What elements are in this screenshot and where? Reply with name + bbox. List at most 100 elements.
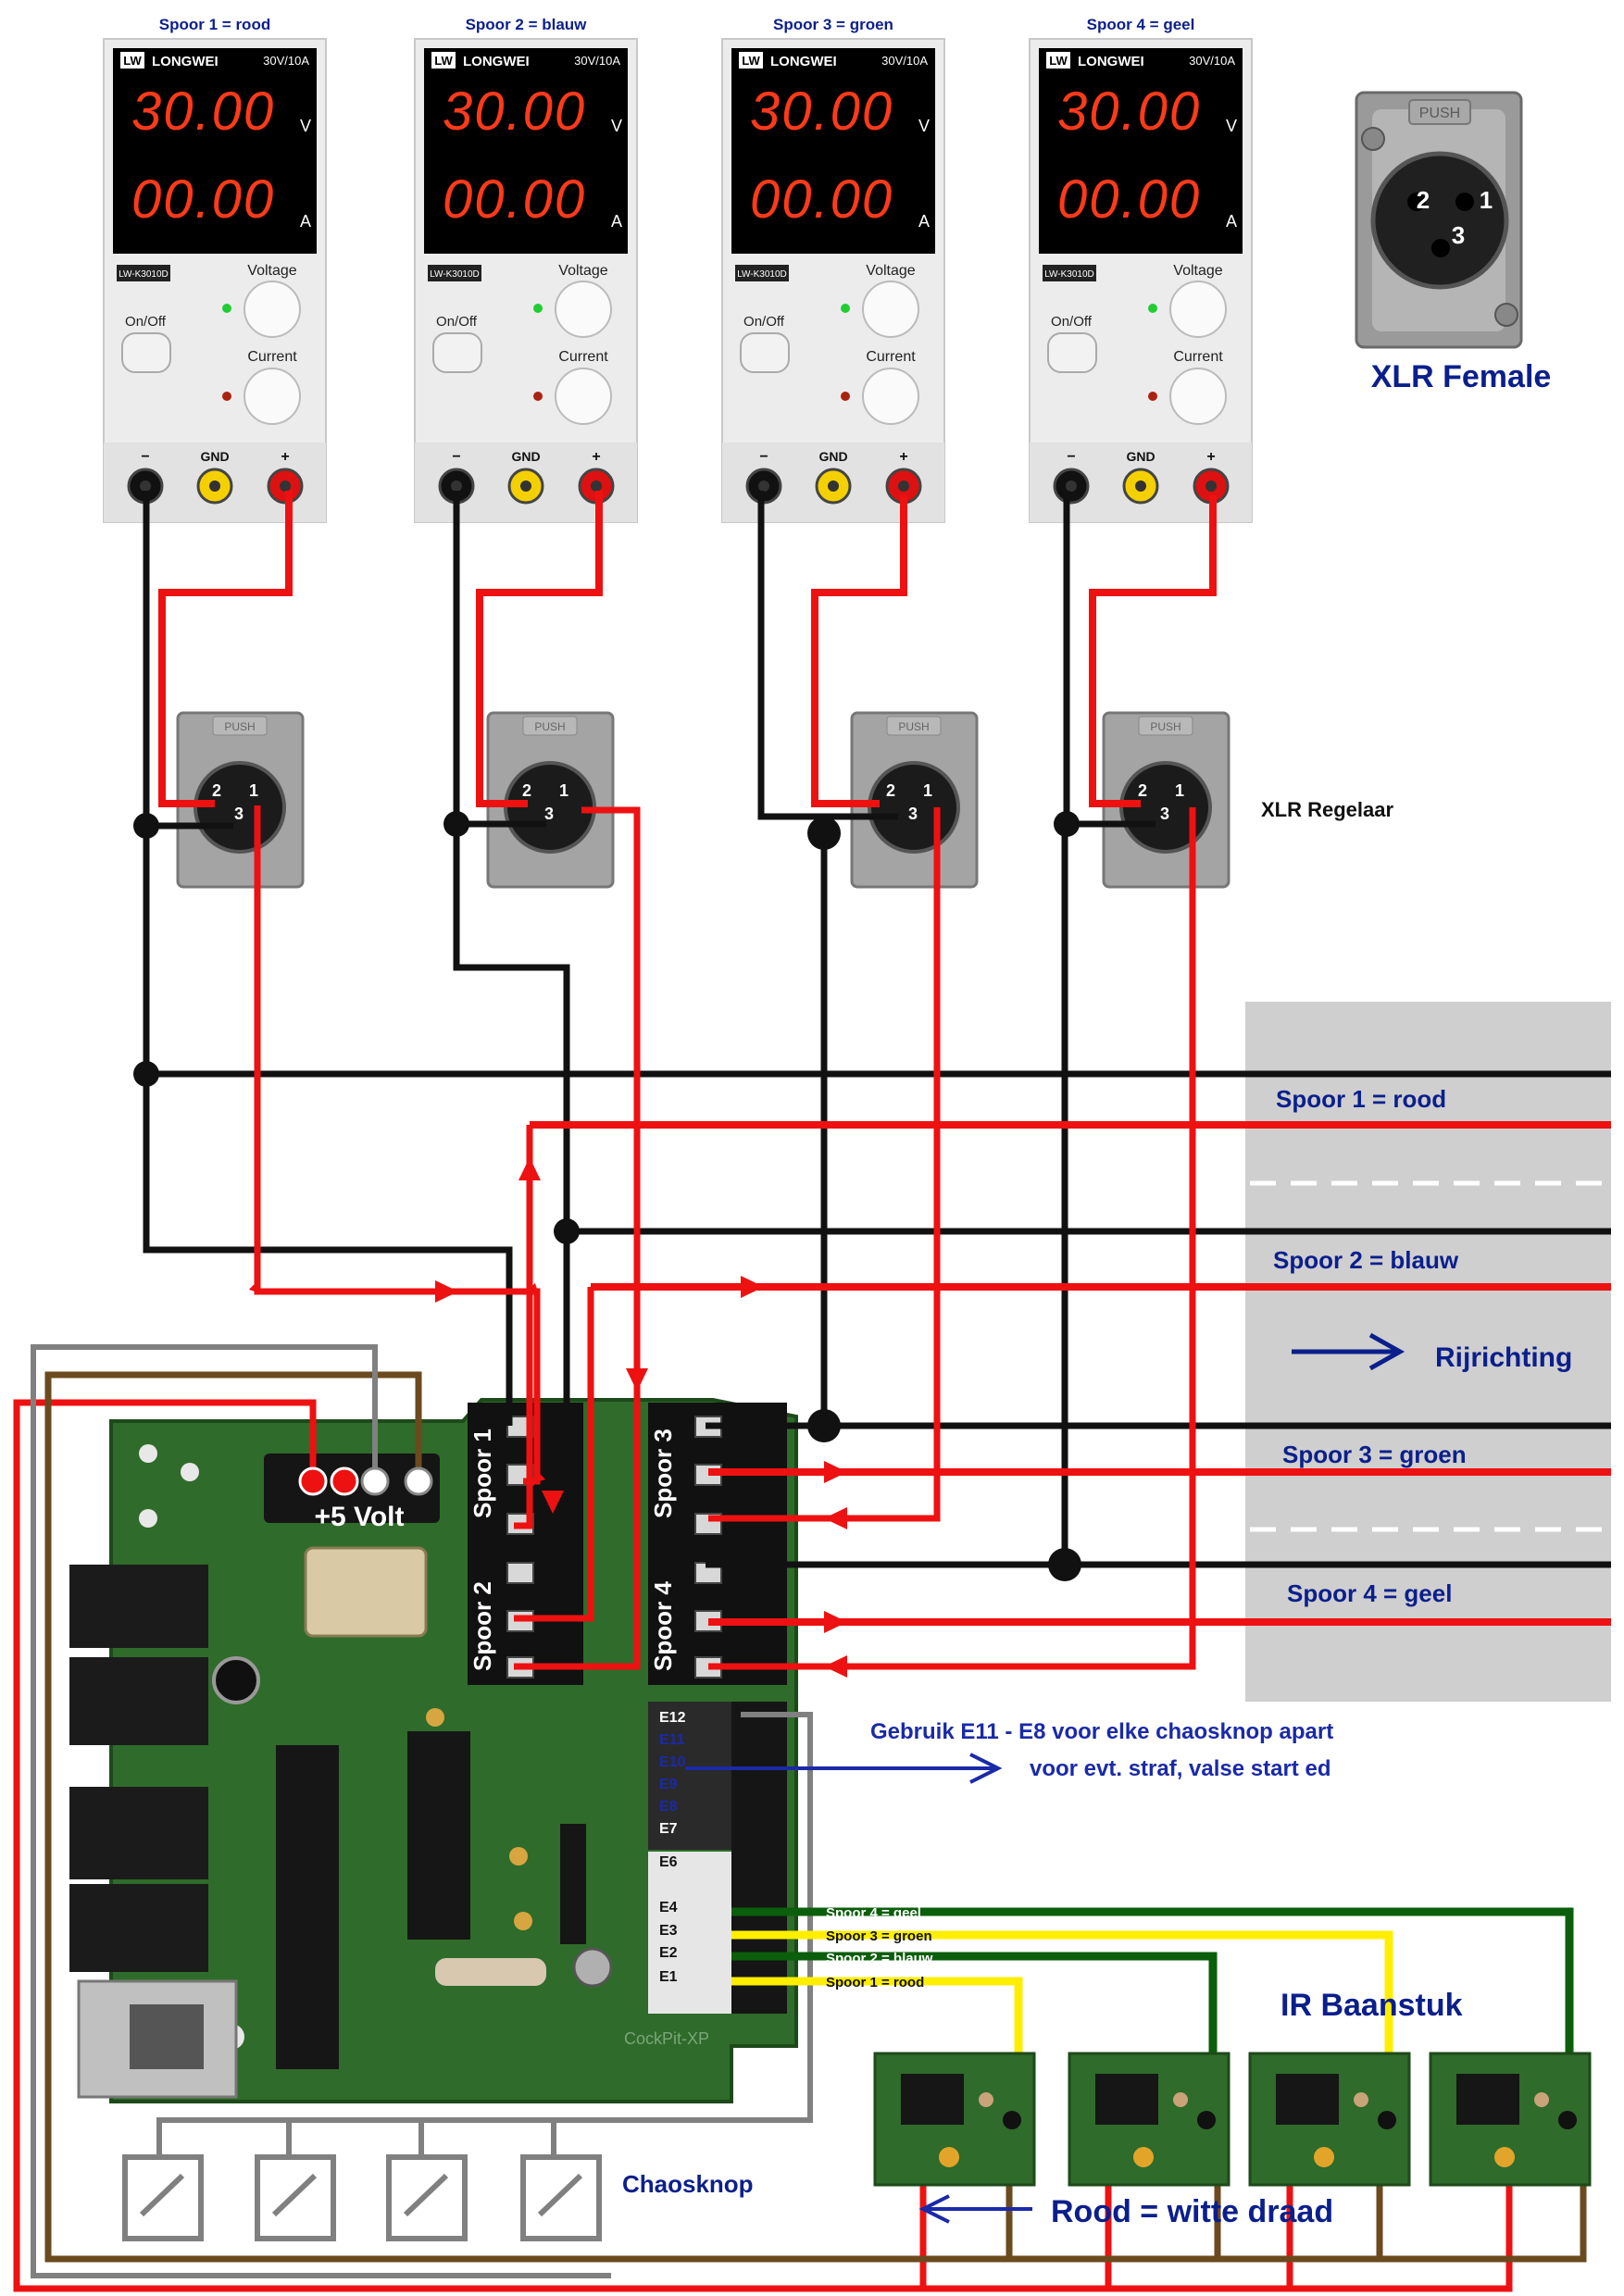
voltage-knob[interactable] <box>862 281 919 338</box>
chaos-button[interactable] <box>122 2154 204 2241</box>
xlr-pin-1: 1 <box>559 781 568 800</box>
ir-wire-label: Spoor 2 = blauw <box>826 1951 933 1966</box>
psu-voltage-label: Voltage <box>247 263 296 279</box>
xlr-pin-3: 3 <box>234 805 244 823</box>
arrow-right <box>741 1276 764 1298</box>
track-label-spoor-2: Spoor 2 = blauw <box>1273 1246 1459 1274</box>
wire-red <box>708 807 1196 1670</box>
psu-current-unit: A <box>611 212 622 231</box>
xlr-female-pin-1: 1 <box>1480 186 1493 214</box>
track-label-spoor-4: Spoor 4 = geel <box>1287 1579 1452 1607</box>
power-button[interactable] <box>121 332 171 373</box>
psu-logo-box <box>431 52 456 69</box>
power-button[interactable] <box>432 332 482 373</box>
arrow-right <box>824 1461 847 1483</box>
psu-rating: 30V/10A <box>574 54 620 68</box>
chaos-button[interactable] <box>255 2154 336 2241</box>
psu-voltage-unit: V <box>300 117 311 135</box>
psu-voltage-readout: 30.00 <box>131 81 275 142</box>
wire-red <box>158 491 293 807</box>
current-knob[interactable] <box>244 368 301 425</box>
ir-module-chip <box>901 2074 964 2125</box>
binding-post-hole <box>280 480 291 492</box>
voltage-knob[interactable] <box>244 281 301 338</box>
xlr-female-reference: PUSH 2 1 3 XLR Female <box>1355 91 1551 394</box>
relay <box>69 1884 208 1972</box>
psu-rating: 30V/10A <box>263 54 309 68</box>
psu-voltage-readout: 30.00 <box>750 81 893 142</box>
power-button[interactable] <box>1047 332 1097 373</box>
xlr-pin-2: 2 <box>1138 781 1147 800</box>
psu-title: Spoor 4 = geel <box>1087 16 1195 33</box>
psu-logo-box <box>120 52 144 69</box>
psu-onoff-label: On/Off <box>1051 314 1093 330</box>
psu-onoff-label: On/Off <box>125 314 167 330</box>
binding-post-hole <box>828 480 839 492</box>
arrow-left <box>824 1507 847 1529</box>
wire-red <box>1089 495 1217 807</box>
wire-red <box>811 495 907 807</box>
current-knob[interactable] <box>862 368 919 425</box>
chaos-button[interactable] <box>386 2154 468 2241</box>
psu-model-box <box>1043 265 1096 281</box>
wire-red-5v <box>13 1399 1513 2292</box>
power-button[interactable] <box>740 332 790 373</box>
psu-voltage-label: Voltage <box>1173 263 1222 279</box>
psu-current-unit: A <box>918 212 930 231</box>
xlr-female-pin-3: 3 <box>1452 221 1465 249</box>
voltage-knob[interactable] <box>1169 281 1227 338</box>
psu-current-unit: A <box>300 212 311 231</box>
e-pin-label: E2 <box>659 1945 678 1961</box>
psu-cc-led <box>841 392 850 401</box>
rood-label: Rood = witte draad <box>1051 2194 1333 2229</box>
psu-cc-led <box>1148 392 1157 401</box>
controller-board: +5 Volt CockPit-XP Spoor 1 Spoor 2 Spoor… <box>69 1398 798 2103</box>
e-pin-label: E6 <box>659 1854 678 1870</box>
connector-label-spoor-3: Spoor 3 <box>649 1429 677 1518</box>
psu-voltage-label: Voltage <box>558 263 607 279</box>
terminal-screw <box>506 1562 534 1584</box>
connector-label-spoor-1: Spoor 1 <box>468 1429 496 1518</box>
psu-current-unit: A <box>1226 212 1237 231</box>
xlr-pin-3: 3 <box>544 805 554 823</box>
junction-dot <box>133 813 159 839</box>
psu-onoff-label: On/Off <box>436 314 478 330</box>
psu-display <box>1039 48 1243 254</box>
binding-post-hole <box>1066 480 1077 492</box>
psu-display <box>113 48 317 254</box>
current-knob[interactable] <box>1169 368 1227 425</box>
ic-chip <box>560 1824 586 1944</box>
wire-red <box>514 1287 594 1622</box>
e-pin-label: E7 <box>659 1821 678 1837</box>
psu-model-box <box>735 265 789 281</box>
junction-dot <box>1054 811 1080 837</box>
junction-dot <box>443 811 469 837</box>
psu-logo: LW <box>742 54 760 68</box>
e-pin-label: E11 <box>659 1732 685 1748</box>
ir-module-chip <box>1276 2074 1339 2125</box>
psu-plus-label: + <box>1206 449 1215 465</box>
ir-module-pot <box>1133 2147 1154 2167</box>
wire-arrows <box>435 1157 847 1678</box>
wire-black <box>757 491 898 820</box>
arrow-right <box>435 1280 458 1303</box>
psu-gnd-label: GND <box>818 449 847 464</box>
chaos-button-frame <box>122 2154 204 2241</box>
current-knob[interactable] <box>555 368 612 425</box>
voltage-knob[interactable] <box>555 281 612 338</box>
ir-module-sensor <box>1558 2111 1577 2129</box>
psu-brand: LONGWEI <box>770 54 837 69</box>
xlr-push-label: PUSH <box>1150 720 1181 733</box>
ir-module-pot <box>1494 2147 1515 2167</box>
psu-gnd-label: GND <box>1126 449 1155 464</box>
xlr-pin-2: 2 <box>522 781 531 800</box>
ir-module-sensor <box>1197 2111 1216 2129</box>
ir-module <box>873 2052 1036 2187</box>
chaos-button[interactable] <box>520 2154 602 2241</box>
xlr-female-pin-2: 2 <box>1417 186 1430 214</box>
ir-module-pot <box>939 2147 959 2167</box>
ir-module <box>1248 2052 1411 2187</box>
